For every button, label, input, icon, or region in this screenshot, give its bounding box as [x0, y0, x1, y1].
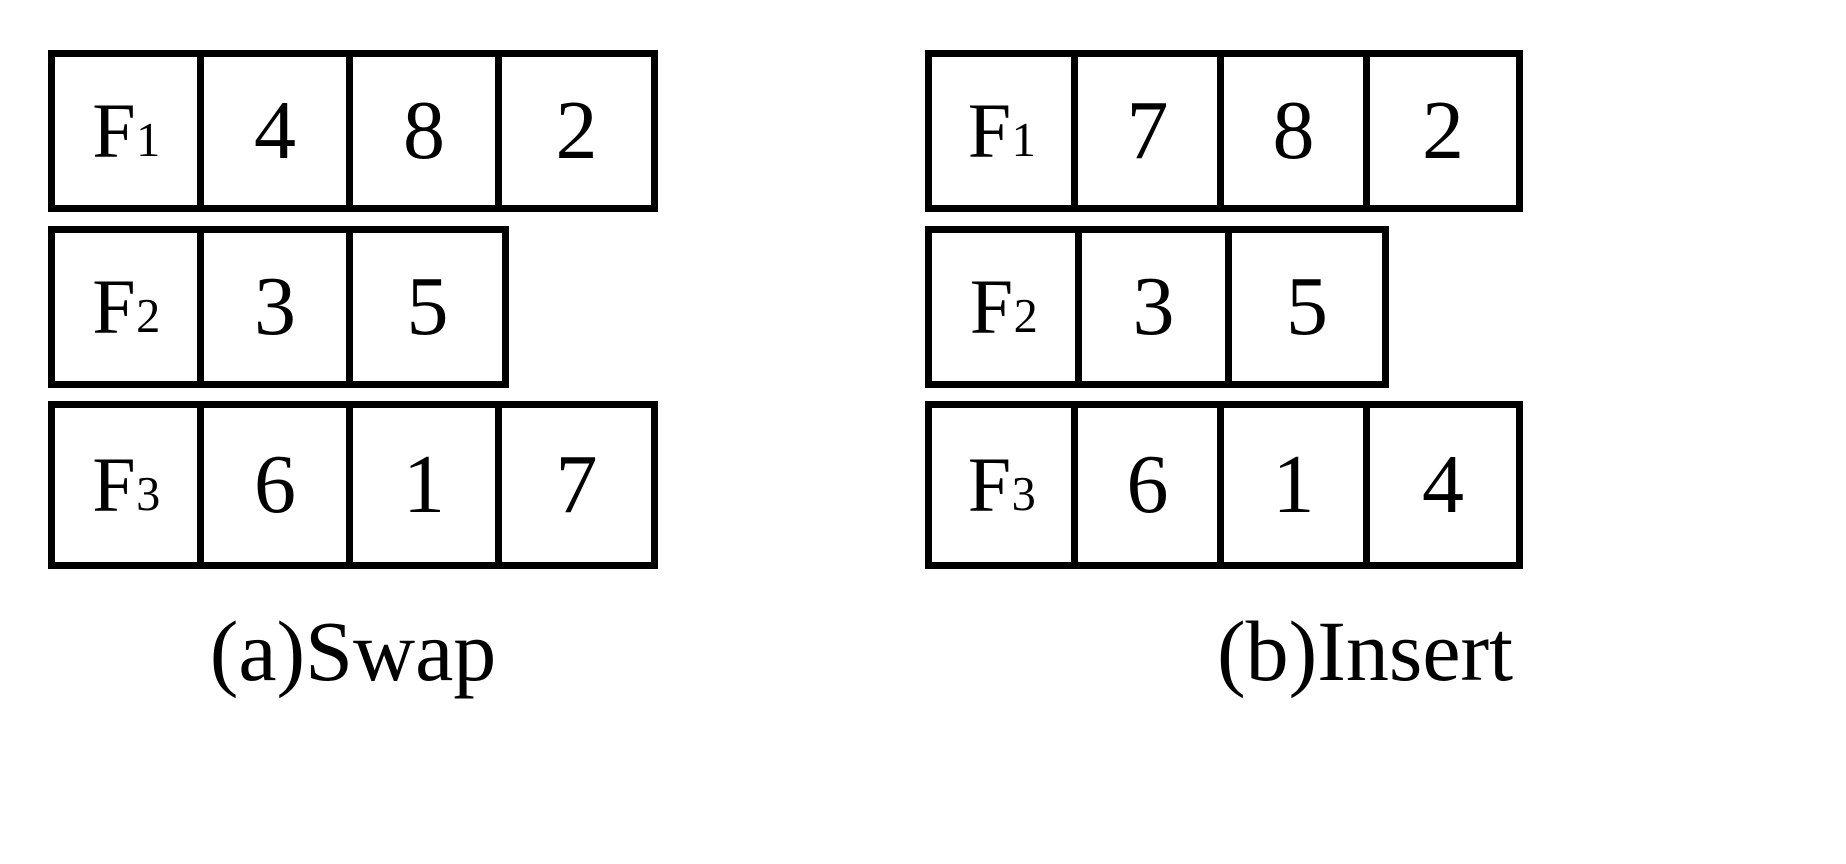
- job-cell: 7: [1078, 57, 1224, 205]
- job-cell: 7: [502, 408, 651, 562]
- machine-label-subscript: 2: [136, 290, 161, 344]
- machine-label-text: F: [967, 441, 1012, 528]
- job-cell: 3: [1082, 233, 1232, 381]
- job-cell: 5: [353, 233, 502, 381]
- machine-label-text: F: [92, 263, 136, 350]
- job-cell: 8: [1224, 57, 1370, 205]
- machine-label-subscript: 3: [1011, 468, 1036, 522]
- job-cell: 8: [353, 57, 502, 205]
- machine-label-subscript: 1: [136, 114, 161, 168]
- job-cell: 4: [204, 57, 353, 205]
- job-cell: 1: [1224, 408, 1370, 562]
- job-cell: 4: [1370, 408, 1516, 562]
- job-cell: 5: [1232, 233, 1382, 381]
- job-cell: 6: [1078, 408, 1224, 562]
- job-cell: 3: [204, 233, 353, 381]
- machine-label-subscript: 2: [1013, 290, 1038, 344]
- job-cell: 2: [1370, 57, 1516, 205]
- machine-label-text: F: [969, 263, 1014, 350]
- job-cell: 2: [502, 57, 651, 205]
- machine-label-text: F: [92, 87, 136, 174]
- machine-label-subscript: 1: [1011, 114, 1036, 168]
- panel-caption-swap: (a)Swap: [209, 603, 497, 699]
- job-cell: 1: [353, 408, 502, 562]
- panel-caption-insert: (b)Insert: [1216, 603, 1514, 699]
- machine-label-text: F: [967, 87, 1012, 174]
- machine-label-text: F: [92, 441, 136, 528]
- machine-label-subscript: 3: [136, 468, 161, 522]
- job-cell: 6: [204, 408, 353, 562]
